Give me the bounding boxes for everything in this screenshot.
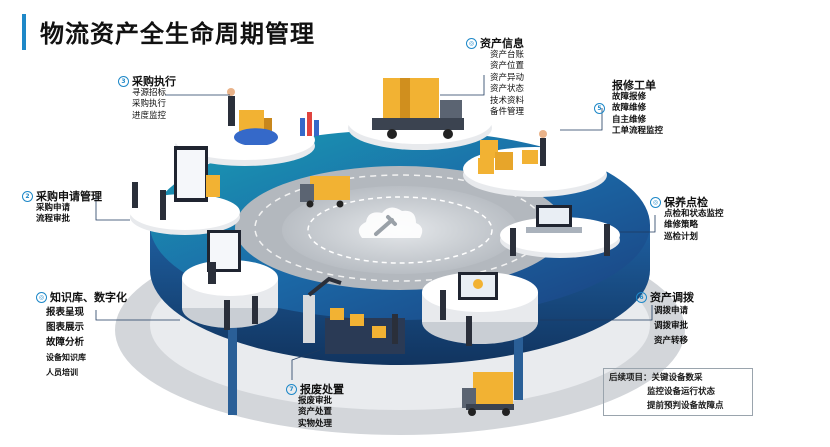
transfer-item: 资产转移 (654, 335, 689, 346)
platform-transfer (422, 272, 538, 346)
purchase-req-item: 流程审批 (36, 214, 71, 224)
repair-order-item: 工单流程监控 (612, 126, 664, 136)
transfer-item: 调拨申请 (654, 305, 689, 316)
asset-info-item: 资产台账 (490, 49, 525, 60)
center-disk-dash (307, 196, 493, 264)
purchase-req-title: 采购申请管理 (36, 190, 102, 203)
transfer-item: 调拨审批 (654, 320, 689, 331)
knowledge-item: 图表展示 (46, 322, 85, 333)
purchase-exec-item: 采购执行 (132, 99, 167, 109)
page-title: 物流资产全生命周期管理 (40, 20, 315, 48)
knowledge-badge-icon: ◎ (36, 292, 47, 303)
transfer-title: 资产调拨 (650, 291, 694, 304)
section-maintenance: ◎保养点检 点检和状态监控 维修策略 巡检计划 (650, 197, 724, 243)
wrench-cloud-logo-icon (358, 207, 423, 238)
pillar-left (228, 310, 237, 415)
pillar-right (514, 318, 523, 400)
asset-info-item: 资产位置 (490, 61, 525, 71)
disposal-item: 报废审批 (298, 395, 333, 406)
purchase-exec-item: 进度监控 (132, 110, 167, 121)
maintenance-title: 保养点检 (664, 196, 708, 209)
disposal-badge: 7 (286, 384, 297, 396)
followup-item: 监控设备运行状态 (647, 387, 716, 397)
truck-bottom (462, 372, 514, 416)
repair-order-item: 故障维修 (612, 103, 647, 113)
disposal-item: 资产处置 (298, 407, 333, 417)
repair-order-item: 故障报修 (612, 91, 647, 102)
purchase-exec-item: 寻源招标 (132, 87, 167, 98)
disposal-item: 实物处理 (298, 418, 333, 429)
followup-label: 后续项目：关键设备数采 (609, 373, 703, 383)
platform-repair (463, 130, 607, 197)
asset-info-item: 资产状态 (490, 84, 525, 94)
connector-lines (95, 75, 656, 380)
section-knowledge: ◎知识库、数字化 报表呈现 图表展示 故障分析 设备知识库 人员培训 (36, 290, 127, 380)
section-asset-info: ◎资产信息 资产台账 资产位置 资产异动 资产状态 技术资料 备件管理 (466, 38, 524, 119)
purchase-exec-badge: 3 (118, 76, 129, 88)
transfer-badge: 6 (636, 292, 647, 304)
maintenance-item: 维修策略 (664, 220, 699, 230)
platform-maintenance (500, 205, 620, 258)
title-accent-bar (22, 14, 26, 50)
repair-order-title: 报修工单 (612, 79, 656, 92)
purchase-req-badge: 2 (22, 191, 33, 203)
maintenance-item: 巡检计划 (664, 231, 699, 242)
platform-asset-info (348, 78, 492, 150)
maintenance-badge-icon: ◎ (650, 197, 661, 209)
knowledge-item: 报表呈现 (46, 307, 85, 318)
purchase-exec-title: 采购执行 (132, 75, 176, 88)
platform-knowledge (182, 230, 278, 330)
asset-info-badge-icon: ◎ (466, 38, 477, 50)
purchase-req-item: 采购申请 (36, 202, 71, 213)
repair-order-item: 自主维修 (612, 114, 647, 125)
asset-info-item: 备件管理 (490, 107, 525, 117)
disposal-title: 报废处置 (300, 383, 344, 396)
asset-info-title: 资产信息 (480, 37, 524, 50)
followup-box: 后续项目：关键设备数采 监控设备运行状态 提前预判设备故障点 (603, 368, 753, 416)
asset-info-item: 资产异动 (490, 72, 525, 83)
asset-info-item: 技术资料 (490, 95, 525, 106)
maintenance-item: 点检和状态监控 (664, 208, 724, 219)
knowledge-item: 人员培训 (46, 368, 78, 377)
platform-purchase-exec (175, 88, 319, 166)
platform-disposal (303, 276, 405, 354)
knowledge-item: 故障分析 (46, 337, 85, 348)
knowledge-item: 设备知识库 (46, 353, 86, 362)
truck-center (300, 176, 350, 208)
platform-purchase-req (130, 146, 240, 235)
repair-order-badge: 5 (594, 103, 605, 115)
knowledge-title: 知识库、数字化 (50, 291, 127, 304)
section-repair-order: 报修工单 故障报修 5 故障维修 自主维修 工单流程监控 (594, 80, 663, 138)
followup-item: 提前预判设备故障点 (647, 401, 724, 411)
